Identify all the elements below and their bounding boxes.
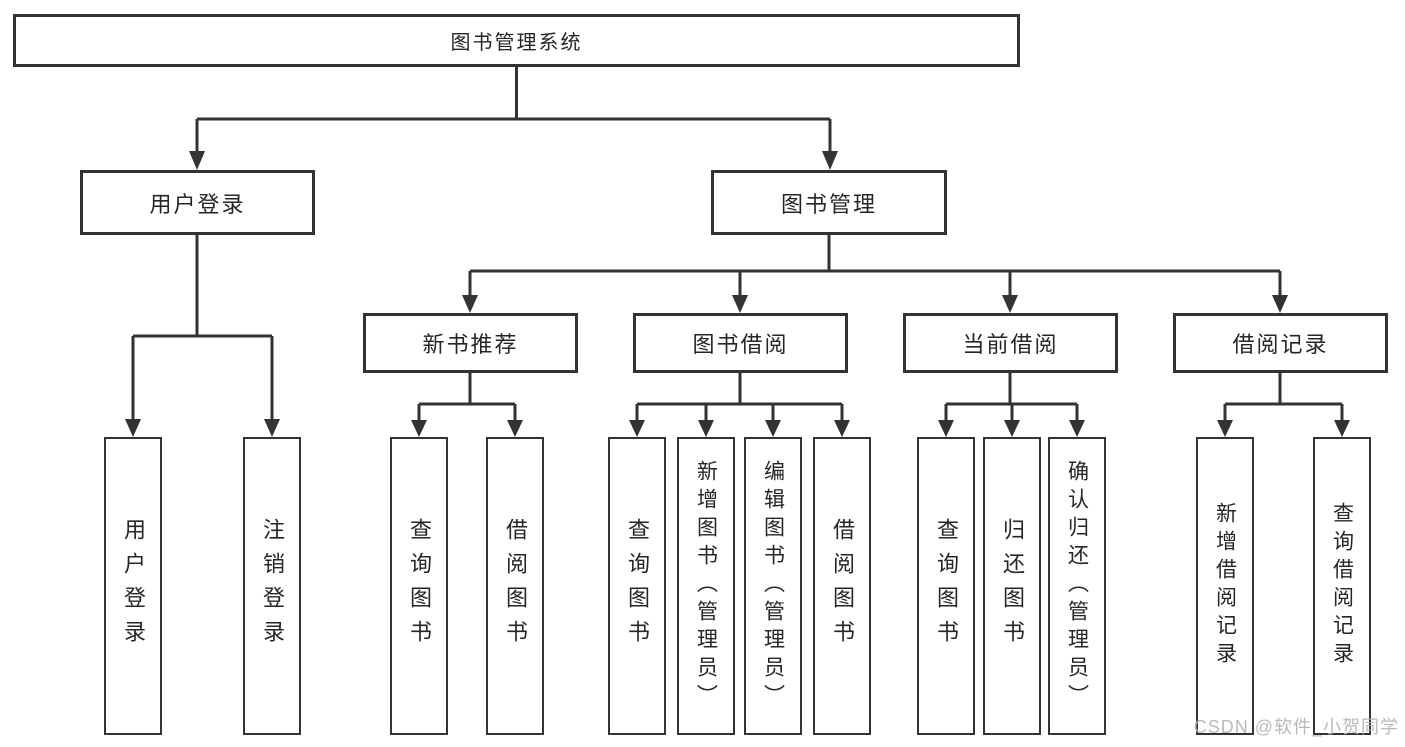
leaf-query-borrow-record: 查询借阅记录 xyxy=(1313,437,1371,735)
node-borrow-records: 借阅记录 xyxy=(1173,313,1388,373)
leaf-user-login: 用户登录 xyxy=(104,437,162,735)
node-current-borrow: 当前借阅 xyxy=(903,313,1118,373)
csdn-watermark: CSDN @软件_小贺同学 xyxy=(1193,717,1399,737)
leaf-borrow-books-recommend: 借阅图书 xyxy=(486,437,544,735)
node-book-management: 图书管理 xyxy=(711,170,947,235)
leaf-query-books-borrow: 查询图书 xyxy=(608,437,666,735)
leaf-borrow-books: 借阅图书 xyxy=(813,437,871,735)
leaf-return-book: 归还图书 xyxy=(983,437,1041,735)
node-book-borrow: 图书借阅 xyxy=(633,313,848,373)
leaf-logout: 注销登录 xyxy=(243,437,301,735)
node-library-system: 图书管理系统 xyxy=(13,14,1020,67)
node-new-book-recommend: 新书推荐 xyxy=(363,313,578,373)
leaf-add-borrow-record: 新增借阅记录 xyxy=(1196,437,1254,735)
leaf-query-books-current: 查询图书 xyxy=(917,437,975,735)
leaf-edit-book-admin: 编辑图书（管理员） xyxy=(744,437,802,735)
leaf-add-book-admin: 新增图书（管理员） xyxy=(677,437,735,735)
node-user-login: 用户登录 xyxy=(80,170,315,235)
leaf-query-books-recommend: 查询图书 xyxy=(390,437,448,735)
leaf-confirm-return-admin: 确认归还（管理员） xyxy=(1048,437,1106,735)
